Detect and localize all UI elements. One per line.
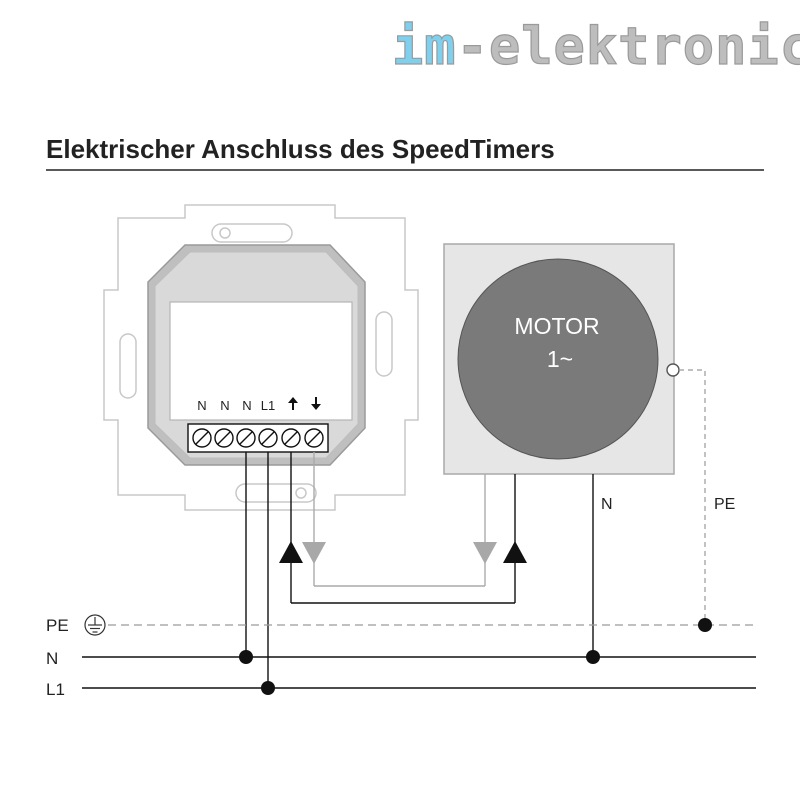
- junction-motor-pe: [698, 618, 712, 632]
- motor-down-triangle: [473, 542, 497, 564]
- terminal-labels: N N N L1: [197, 397, 321, 413]
- arrow-down-icon: [311, 397, 321, 410]
- junction-device-n: [239, 650, 253, 664]
- motor-circle: [457, 258, 659, 460]
- motor-up-triangle: [503, 541, 527, 563]
- motor-n-label: N: [601, 496, 613, 513]
- terminal-screw: [304, 428, 324, 448]
- up-direction-triangle: [279, 541, 303, 563]
- direction-markers: [279, 541, 527, 564]
- rail-pe-label: PE: [46, 616, 69, 635]
- supply-rails: PE N L1: [46, 614, 758, 699]
- brand-logo: im-elektronics: [391, 16, 800, 77]
- terminal-label-n1: N: [197, 398, 206, 413]
- terminal-screw: [214, 428, 234, 448]
- logo-prefix: im: [392, 17, 457, 77]
- device-display-window: [169, 301, 353, 421]
- mounting-plate: [103, 204, 419, 511]
- terminal-screw: [192, 428, 212, 448]
- arrow-up-icon: [288, 397, 298, 410]
- wire-motor-pe: [679, 369, 706, 625]
- svg-text:im-elektronics: im-elektronics: [392, 17, 800, 77]
- junction-motor-n: [586, 650, 600, 664]
- terminal-label-l1: L1: [261, 398, 275, 413]
- rail-n-label: N: [46, 649, 58, 668]
- motor-phase-label: 1~: [547, 346, 573, 372]
- motor-pe-terminal: [666, 363, 680, 377]
- wires: [245, 369, 706, 688]
- speedtimer-device: N N N L1: [147, 244, 366, 466]
- terminal-label-n3: N: [242, 398, 251, 413]
- junctions: [239, 618, 712, 695]
- page-title: Elektrischer Anschluss des SpeedTimers: [46, 134, 555, 164]
- motor-label: MOTOR: [514, 313, 599, 339]
- motor-pe-label: PE: [714, 496, 735, 513]
- logo-separator: -: [457, 17, 489, 77]
- junction-device-l1: [261, 681, 275, 695]
- terminal-screw: [258, 428, 278, 448]
- motor-unit: MOTOR 1~: [443, 243, 680, 475]
- terminal-screw: [236, 428, 256, 448]
- rail-l1-label: L1: [46, 680, 65, 699]
- ground-icon: [84, 614, 106, 636]
- terminal-screws: [192, 428, 324, 448]
- terminal-screw: [281, 428, 301, 448]
- down-direction-triangle: [302, 542, 326, 564]
- logo-suffix: elektronics: [489, 17, 800, 77]
- terminal-label-n2: N: [220, 398, 229, 413]
